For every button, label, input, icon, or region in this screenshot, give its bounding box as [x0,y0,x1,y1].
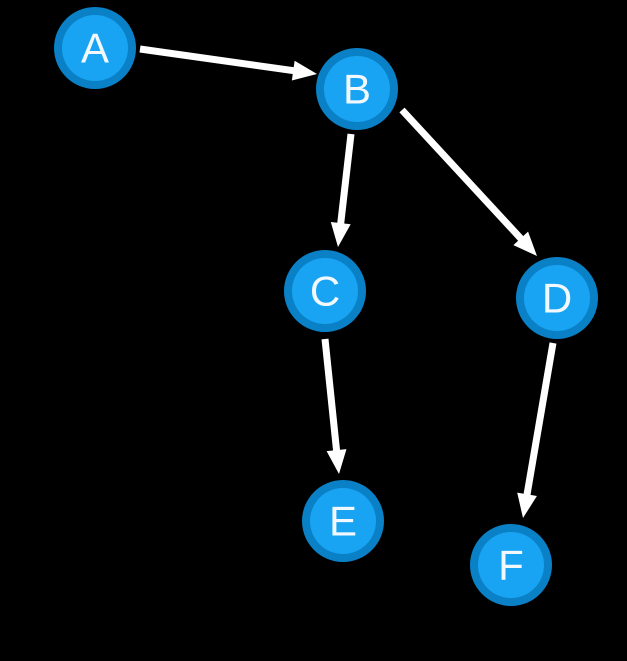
graph-node-B[interactable]: B [316,48,398,130]
graph-node-E[interactable]: E [302,480,384,562]
graph-node-D[interactable]: D [516,257,598,339]
node-fill [478,532,544,598]
edge-D-F-line [522,342,557,499]
node-fill [310,488,376,554]
graph-node-C[interactable]: C [284,250,366,332]
edge-B-D-line [399,107,526,244]
edge-C-E-arrowhead-icon [326,449,347,474]
edge-A-B-line [139,45,298,75]
graph-node-A[interactable]: A [54,7,136,89]
edge-B-D-arrowhead-icon [513,231,537,256]
node-fill [324,56,390,122]
edge-D-F-arrowhead-icon [517,492,537,518]
edge-A-B-arrowhead-icon [291,60,317,81]
node-fill [62,15,128,81]
node-fill [292,258,358,324]
graph-node-F[interactable]: F [470,524,552,606]
edge-B-C-line [336,133,355,228]
node-fill [524,265,590,331]
edge-C-E-line [321,338,341,455]
edge-B-C-arrowhead-icon [330,222,351,247]
